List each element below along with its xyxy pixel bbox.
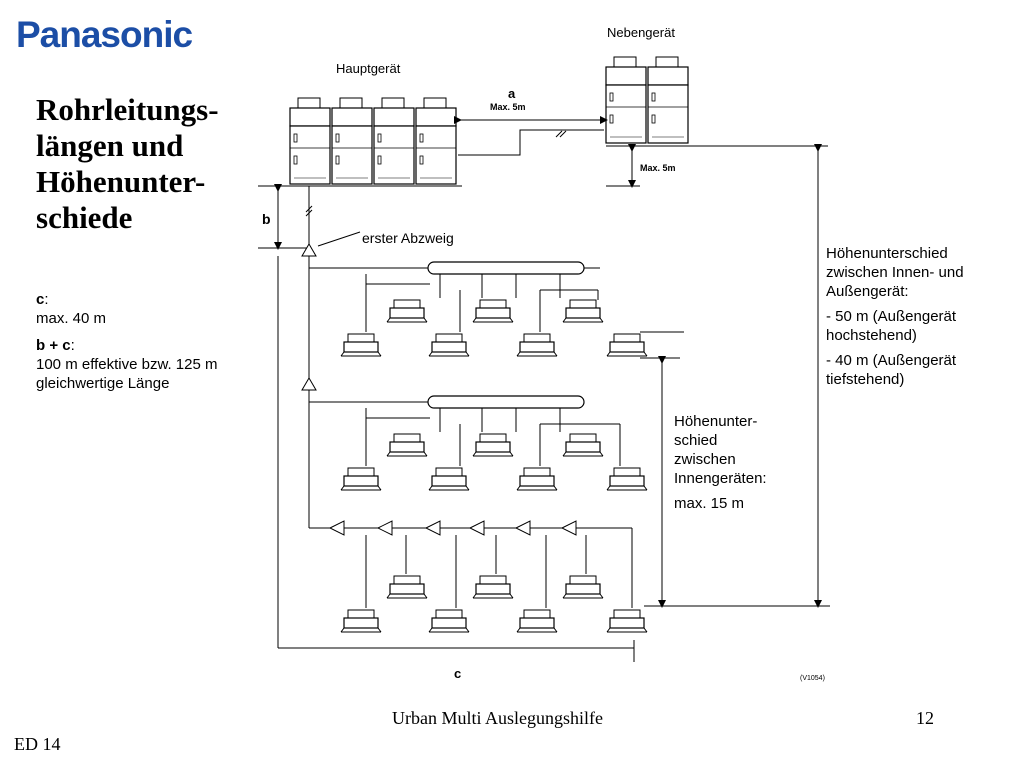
page-number: 12 xyxy=(916,708,934,728)
first-branch-label: erster Abzweig xyxy=(362,230,454,246)
first-branch-icon xyxy=(301,243,317,257)
mid-note-line-1: Höhenunter- xyxy=(674,413,758,430)
sub-unit-label: Nebengerät xyxy=(607,25,675,40)
c-label: c xyxy=(454,666,461,681)
right-note-heading-2: zwischen Innen- und xyxy=(826,264,964,281)
right-note-item1-1: - 50 m (Außengerät xyxy=(826,308,957,325)
title-line-1: Rohrleitungs- xyxy=(36,92,219,127)
a-max-label: Max. 5m xyxy=(490,102,526,112)
indoor-group-1 xyxy=(309,261,684,357)
panasonic-logo: Panasonic xyxy=(16,14,193,55)
sub-outdoor-units xyxy=(605,56,689,144)
right-note-item2-1: - 40 m (Außengerät xyxy=(826,352,957,369)
outdoor-indoor-height-note: Höhenunterschied zwischen Innen- und Auß… xyxy=(826,244,1016,395)
note-bc-value-2: gleichwertige Länge xyxy=(36,375,170,392)
mid-note-line-4: Innengeräten: xyxy=(674,470,767,487)
main-outdoor-units xyxy=(289,97,457,185)
main-unit-label: Hauptgerät xyxy=(336,61,401,76)
indoor-group-2 xyxy=(309,395,648,491)
b-label: b xyxy=(262,211,271,227)
right-note-item2-2: tiefstehend) xyxy=(826,371,905,388)
length-notes: c: max. 40 m b + c: 100 m effektive bzw.… xyxy=(36,290,266,401)
right-note-heading-3: Außengerät: xyxy=(826,283,909,300)
indoor-group-3 xyxy=(309,520,648,633)
title-line-4: schiede xyxy=(36,200,133,235)
indoor-height-note: Höhenunter- schied zwischen Innengeräten… xyxy=(674,412,804,519)
note-c-value: max. 40 m xyxy=(36,310,107,327)
edition-label: ED 14 xyxy=(14,734,61,754)
height-max-label: Max. 5m xyxy=(640,163,676,173)
a-label: a xyxy=(508,86,516,101)
note-bc-value-1: 100 m effektive bzw. 125 m xyxy=(36,356,218,373)
page-title: Rohrleitungs- längen und Höhenunter- sch… xyxy=(36,92,219,236)
title-line-3: Höhenunter- xyxy=(36,164,206,199)
note-bc-label: b + c xyxy=(36,337,71,354)
note-c-label: c xyxy=(36,291,45,308)
note-c: c: max. 40 m xyxy=(36,290,266,328)
footer-title: Urban Multi Auslegungshilfe xyxy=(392,708,603,728)
mid-note-value: max. 15 m xyxy=(674,495,745,512)
right-note-item1-2: hochstehend) xyxy=(826,327,917,344)
note-bc: b + c: 100 m effektive bzw. 125 m gleich… xyxy=(36,336,266,393)
title-line-2: längen und xyxy=(36,128,184,163)
mid-note-line-2: schied xyxy=(674,432,718,449)
mid-note-line-3: zwischen xyxy=(674,451,736,468)
right-note-heading-1: Höhenunterschied xyxy=(826,245,948,262)
ref-code: (V1054) xyxy=(800,675,825,682)
